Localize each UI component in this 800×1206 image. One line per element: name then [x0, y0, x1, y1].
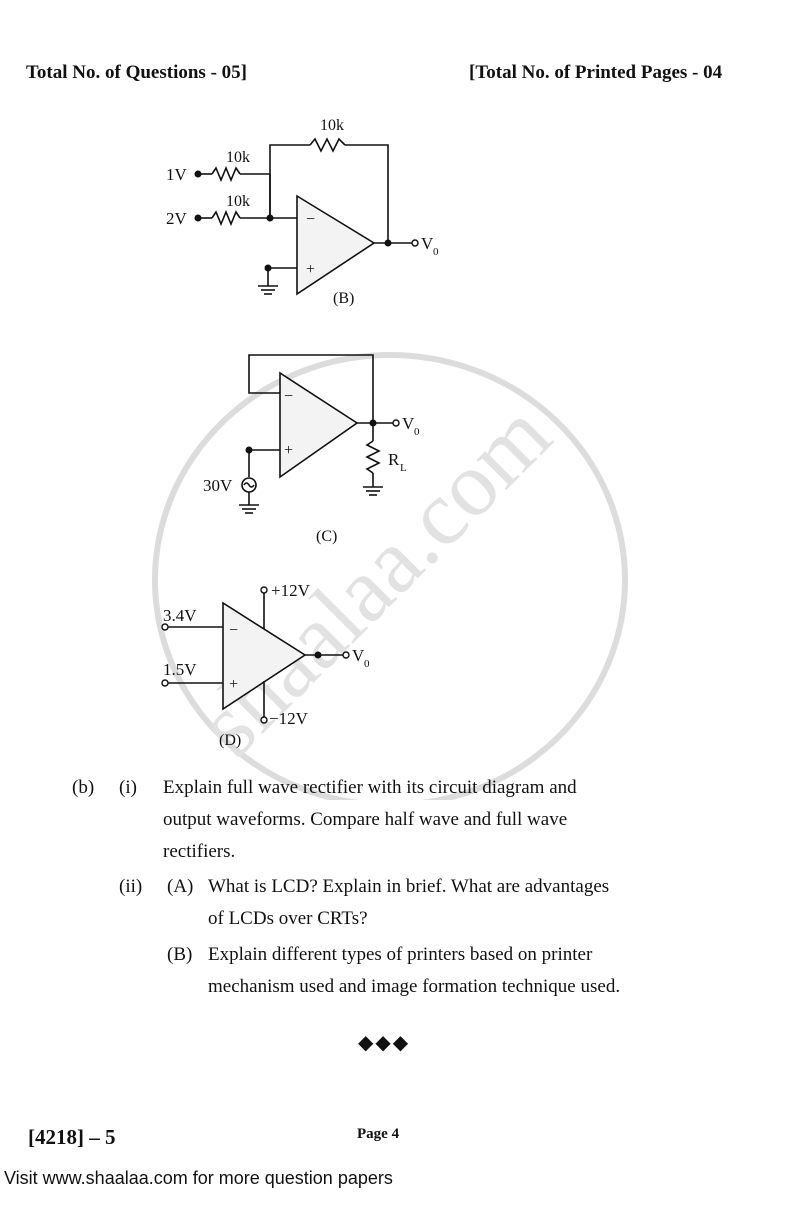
b-feedback-resistor-label: 10k: [320, 117, 344, 134]
c-output-label: V: [402, 414, 415, 433]
question-bq-line: mechanism used and image formation techn…: [208, 976, 621, 997]
d-negative-supply: −12V: [269, 709, 309, 728]
b-input2-resistor-label: 10k: [226, 193, 250, 210]
question-i-line: rectifiers.: [163, 841, 236, 862]
circuit-c-voltage-follower: − + V 0 R L 30V (C): [203, 354, 420, 545]
question-i-line: output waveforms. Compare half wave and …: [163, 809, 568, 830]
b-output-label: V: [421, 234, 434, 253]
b-input1-voltage: 1V: [166, 165, 188, 184]
c-load-label: R: [388, 450, 400, 469]
question-a-line: of LCDs over CRTs?: [208, 908, 368, 929]
question-ii-label: (ii): [119, 876, 143, 897]
question-bq-text: Explain different types of printers base…: [208, 939, 668, 1003]
c-output-subscript: 0: [414, 426, 420, 438]
header-questions-count: Total No. of Questions - 05]: [26, 62, 247, 83]
question-bq-line: Explain different types of printers base…: [208, 944, 593, 965]
d-figure-label: (D): [219, 732, 241, 749]
b-input1-resistor-label: 10k: [226, 149, 250, 166]
paper-code: [4218] – 5: [28, 1125, 116, 1149]
d-output-subscript: 0: [364, 658, 370, 670]
b-plus-sign: +: [306, 261, 315, 278]
b-minus-sign: −: [306, 211, 315, 228]
c-minus-sign: −: [284, 388, 293, 405]
d-noninverting-input-voltage: 1.5V: [163, 660, 197, 679]
question-a-text: What is LCD? Explain in brief. What are …: [208, 871, 668, 935]
question-b-label: (b): [72, 777, 95, 798]
c-figure-label: (C): [316, 528, 337, 545]
circuit-d-comparator: − + 3.4V 1.5V +12V −12V V 0 (D): [161, 581, 370, 749]
b-output-subscript: 0: [433, 246, 439, 258]
question-a-label: (A): [167, 876, 194, 897]
c-load-subscript: L: [400, 462, 407, 474]
header-pages-count: [Total No. of Printed Pages - 04: [469, 62, 723, 83]
question-bq-label: (B): [167, 944, 193, 965]
d-inverting-input-voltage: 3.4V: [163, 606, 197, 625]
d-output-label: V: [352, 646, 365, 665]
c-plus-sign: +: [284, 442, 293, 459]
question-i-label: (i): [119, 777, 137, 798]
c-source-voltage: 30V: [203, 476, 233, 495]
question-i-line: Explain full wave rectifier with its cir…: [163, 777, 577, 798]
b-figure-label: (B): [333, 290, 354, 307]
end-of-paper-mark: ◆◆◆: [358, 1032, 411, 1054]
d-positive-supply: +12V: [271, 581, 311, 600]
question-i-text: Explain full wave rectifier with its cir…: [163, 772, 663, 868]
page-number: Page 4: [357, 1126, 400, 1142]
d-plus-sign: +: [229, 676, 238, 693]
footer-visit-link[interactable]: Visit www.shaalaa.com for more question …: [4, 1168, 393, 1188]
question-a-line: What is LCD? Explain in brief. What are …: [208, 876, 610, 897]
b-input2-voltage: 2V: [166, 209, 188, 228]
circuit-b-summing-amplifier: − + 10k 10k 10k 1V 2V V 0 (B): [166, 117, 439, 307]
d-minus-sign: −: [229, 622, 238, 639]
